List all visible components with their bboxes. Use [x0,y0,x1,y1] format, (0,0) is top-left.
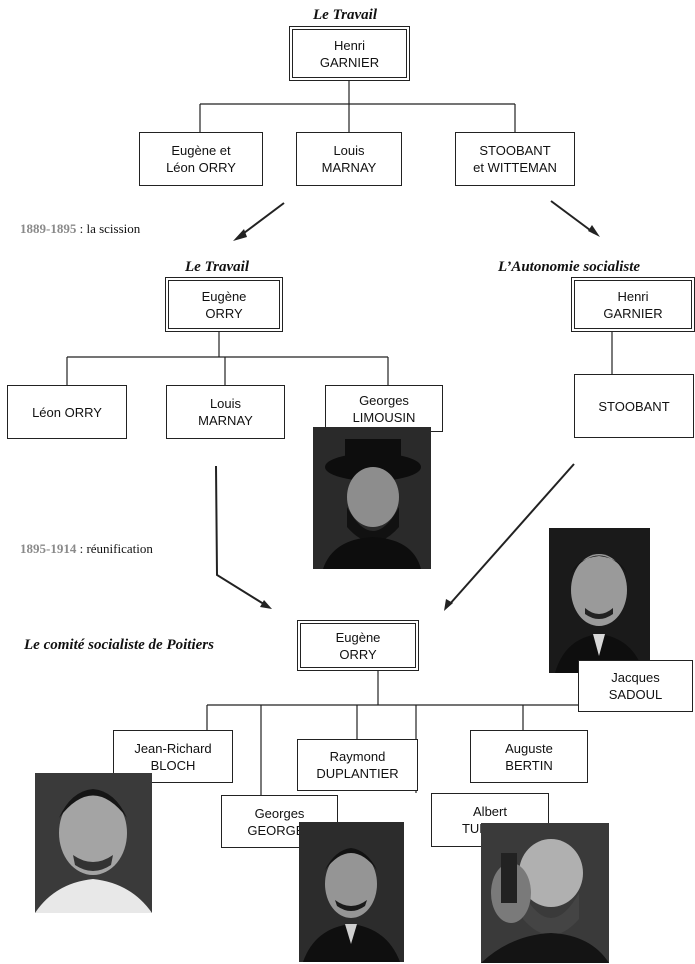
child-line1: Georges [254,805,305,821]
child-line2: MARNAY [321,160,377,175]
portrait-bloch [35,773,152,913]
section1-child-marnay: Louis MARNAY [296,132,402,186]
period-scission: 1889-1895 : la scission [20,221,140,237]
child-line1: STOOBANT [479,143,551,158]
section1-root-line2: GARNIER [319,54,380,70]
section3-child-duplantier: Raymond DUPLANTIER [297,739,418,791]
section3-root-box: Eugène ORRY [297,620,419,671]
section2-right-child-stoobant: STOOBANT [574,374,694,438]
child-line2: SADOUL [608,687,663,702]
root-line2: ORRY [205,305,243,321]
root-line1: Eugène [335,629,381,645]
section2-right-title: L’Autonomie socialiste [498,259,641,275]
period-years: 1889-1895 [20,221,77,236]
child-line2: GEORGEL [247,822,312,838]
root-line2: ORRY [339,646,377,662]
child-line2: DUPLANTIER [316,766,399,781]
section3-child-bertin: Auguste BERTIN [470,730,588,783]
root-line1: Henri [617,288,649,304]
section2-left-root-box: Eugène ORRY [165,277,283,332]
child-line1: Louis [333,143,365,158]
child-line1: Albert [473,804,507,819]
child-line2: et WITTEMAN [473,160,557,175]
child-line1: Léon ORRY [32,404,102,420]
child-line2: Léon ORRY [166,160,236,175]
section2-child-limousin: Georges LIMOUSIN [325,385,443,432]
section1-title: Le Travail [313,7,378,23]
child-line2: BLOCH [150,757,196,773]
child-line1: Georges [359,392,409,408]
child-line1: Jacques [611,670,660,685]
section2-left-title: Le Travail [185,259,250,275]
section2-right-root-box: Henri GARNIER [571,277,695,332]
section2-child-marnay: Louis MARNAY [166,385,285,439]
portrait-turpain [481,823,609,963]
section1-root-line1: Henri [333,37,366,53]
child-line2: LIMOUSIN [352,409,416,425]
child-line1: Raymond [329,749,386,764]
child-line2: MARNAY [198,413,253,428]
period-reunification: 1895-1914 : réunification [20,541,153,557]
root-line1: Eugène [201,288,247,304]
portrait-georgel [299,822,404,962]
child-line1: STOOBANT [598,398,670,414]
section3-child-sadoul: Jacques SADOUL [578,660,693,712]
child-line1: Auguste [505,740,553,756]
section1-root-box: Henri GARNIER [289,26,410,81]
root-line2: GARNIER [603,305,663,321]
child-line1: Jean-Richard [134,740,212,756]
portrait-sadoul [549,528,650,673]
section1-child-stoobant: STOOBANT et WITTEMAN [455,132,575,186]
portrait-limousin [313,427,431,569]
child-line1: Louis [209,396,242,411]
section2-child-leon-orry: Léon ORRY [7,385,127,439]
section3-title: Le comité socialiste de Poitiers [24,637,214,653]
child-line2: BERTIN [505,757,553,773]
child-line1: Eugène et [171,143,231,158]
period-text: : réunification [76,541,153,556]
section1-child-orry: Eugène et Léon ORRY [139,132,263,186]
period-text: : la scission [76,221,141,236]
period-years: 1895-1914 [20,541,77,556]
